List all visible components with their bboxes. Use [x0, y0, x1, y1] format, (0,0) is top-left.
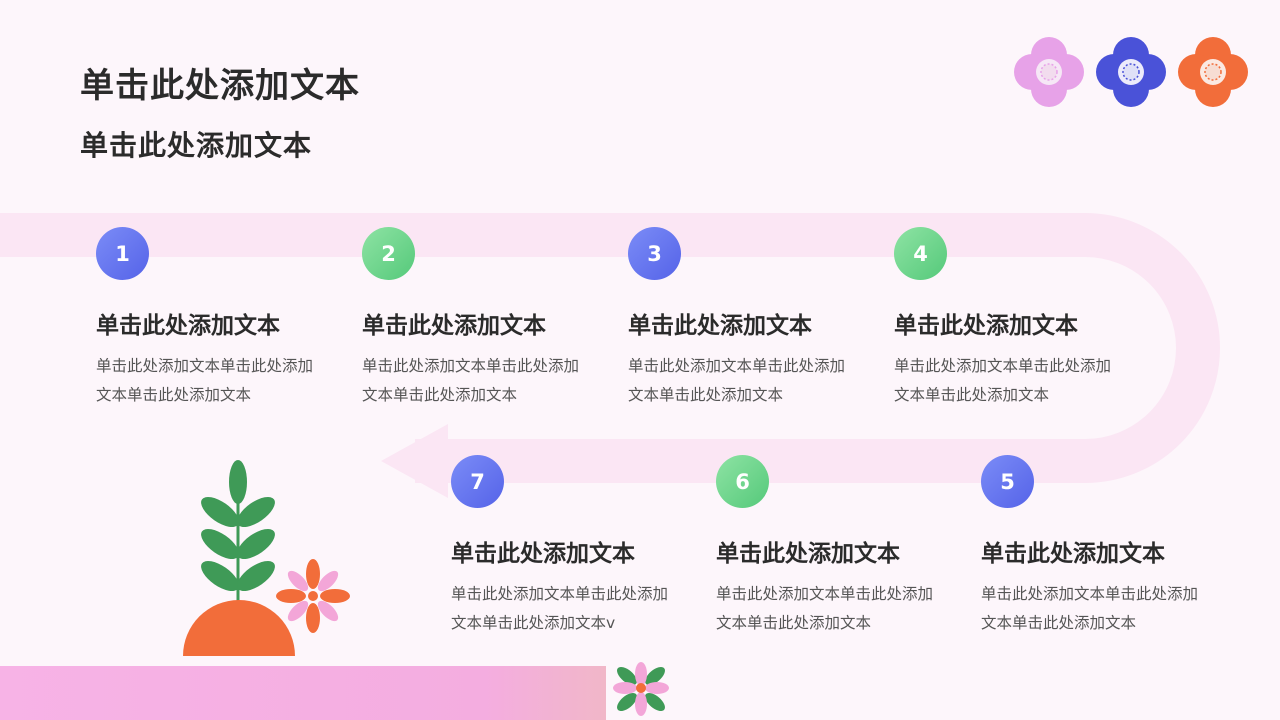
flower-orange-icon	[1178, 37, 1248, 107]
small-flower-icon	[606, 655, 676, 720]
step-title: 单击此处添加文本	[96, 306, 336, 340]
step-description: 单击此处添加文本单击此处添加文本单击此处添加文本	[894, 352, 1116, 410]
step-title: 单击此处添加文本	[628, 306, 868, 340]
flower-pink-icon	[1014, 37, 1084, 107]
step-7: 7 单击此处添加文本 单击此处添加文本单击此处添加文本单击此处添加文本v	[451, 455, 691, 638]
step-5: 5 单击此处添加文本 单击此处添加文本单击此处添加文本单击此处添加文本	[981, 455, 1221, 638]
step-number-badge: 5	[981, 455, 1034, 508]
page-subtitle: 单击此处添加文本	[80, 124, 312, 164]
step-number-badge: 2	[362, 227, 415, 280]
small-flower-icon	[276, 559, 350, 633]
step-title: 单击此处添加文本	[894, 306, 1134, 340]
flower-blue-icon	[1096, 37, 1166, 107]
step-title: 单击此处添加文本	[981, 534, 1221, 568]
page-title: 单击此处添加文本	[80, 58, 360, 107]
step-4: 4 单击此处添加文本 单击此处添加文本单击此处添加文本单击此处添加文本	[894, 227, 1134, 410]
step-number-badge: 3	[628, 227, 681, 280]
step-number-badge: 4	[894, 227, 947, 280]
step-title: 单击此处添加文本	[716, 534, 956, 568]
step-1: 1 单击此处添加文本 单击此处添加文本单击此处添加文本单击此处添加文本	[96, 227, 336, 410]
step-description: 单击此处添加文本单击此处添加文本单击此处添加文本	[716, 580, 938, 638]
step-number-badge: 6	[716, 455, 769, 508]
step-6: 6 单击此处添加文本 单击此处添加文本单击此处添加文本单击此处添加文本	[716, 455, 956, 638]
step-description: 单击此处添加文本单击此处添加文本单击此处添加文本	[362, 352, 584, 410]
step-description: 单击此处添加文本单击此处添加文本单击此处添加文本	[628, 352, 850, 410]
step-description: 单击此处添加文本单击此处添加文本单击此处添加文本	[981, 580, 1203, 638]
plant-icon	[175, 460, 365, 660]
step-description: 单击此处添加文本单击此处添加文本单击此处添加文本v	[451, 580, 673, 638]
step-title: 单击此处添加文本	[362, 306, 602, 340]
step-description: 单击此处添加文本单击此处添加文本单击此处添加文本	[96, 352, 318, 410]
bottom-band	[0, 666, 606, 720]
step-number-badge: 1	[96, 227, 149, 280]
step-number-badge: 7	[451, 455, 504, 508]
decorative-flowers	[1010, 36, 1250, 110]
step-title: 单击此处添加文本	[451, 534, 691, 568]
step-2: 2 单击此处添加文本 单击此处添加文本单击此处添加文本单击此处添加文本	[362, 227, 602, 410]
step-3: 3 单击此处添加文本 单击此处添加文本单击此处添加文本单击此处添加文本	[628, 227, 868, 410]
